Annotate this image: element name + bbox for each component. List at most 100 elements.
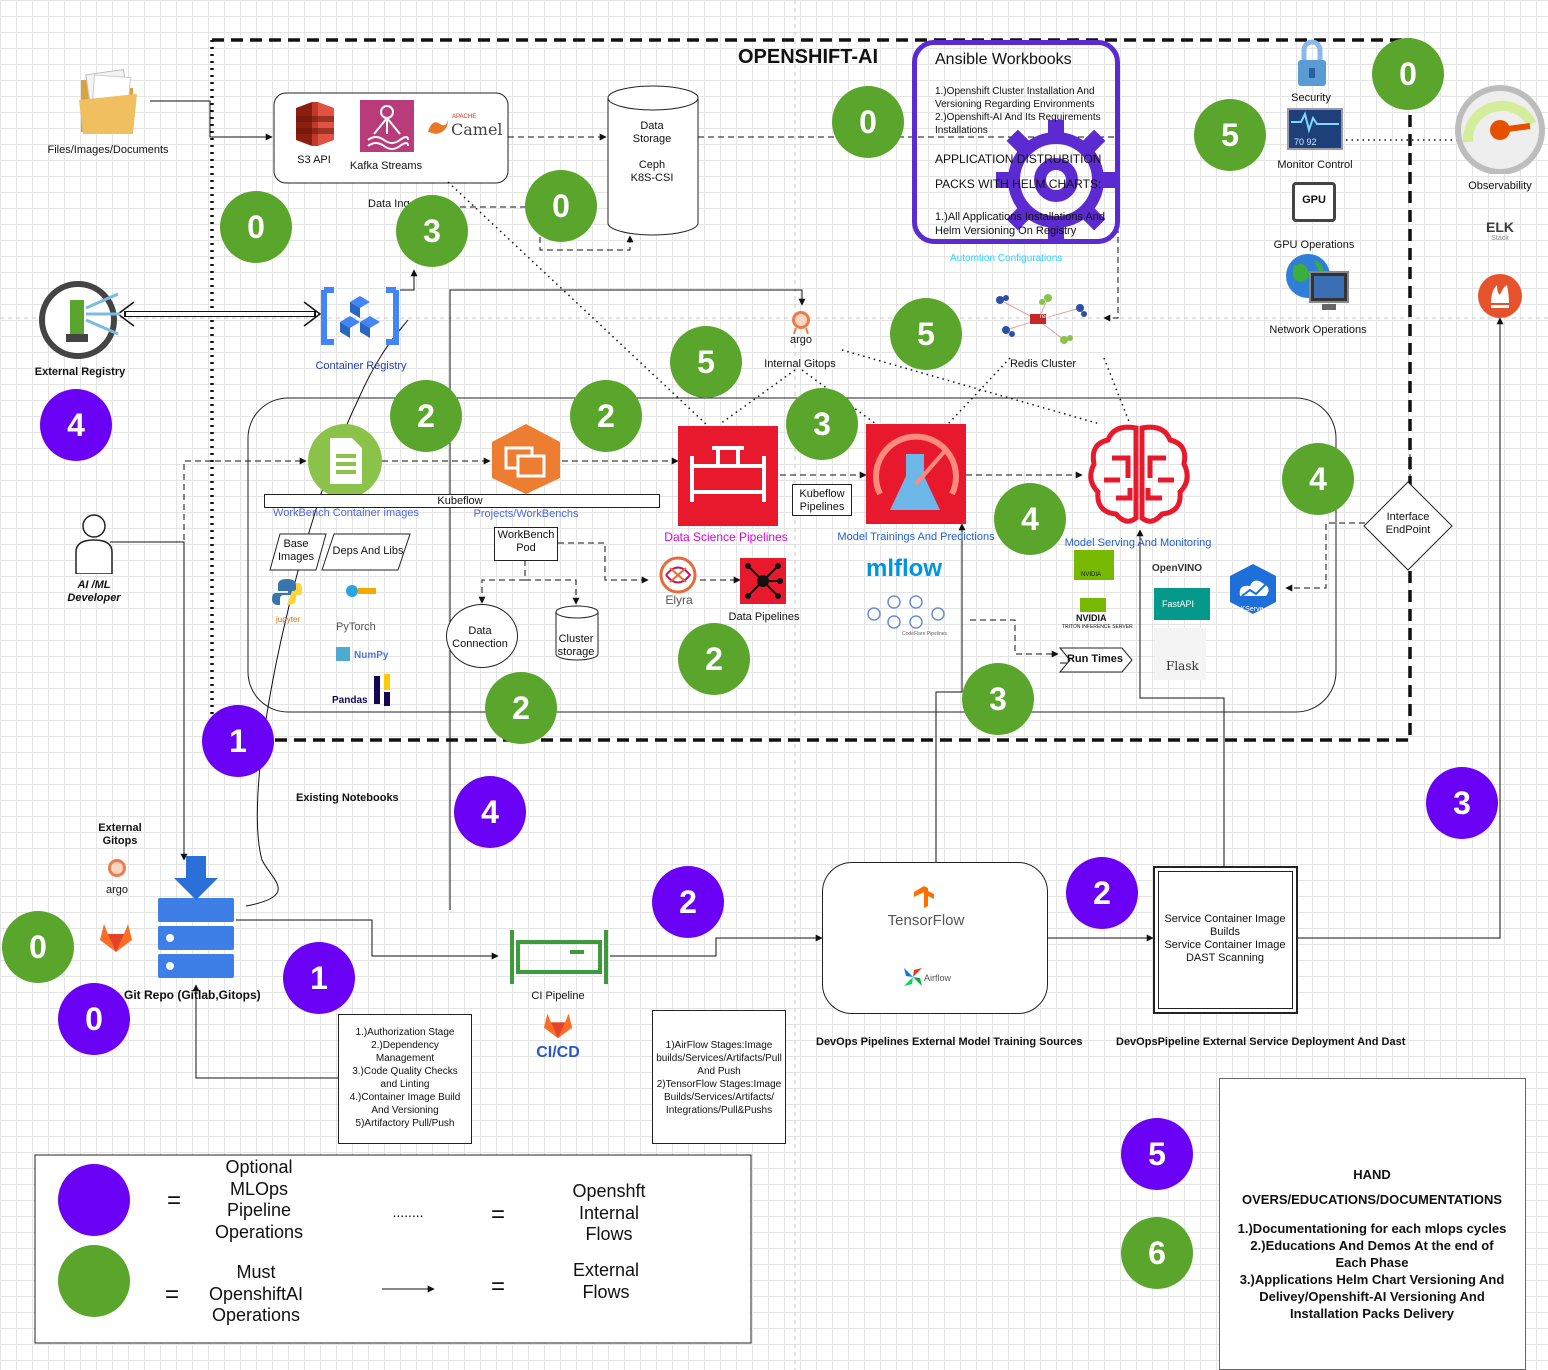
nvidia-label: NVIDIA — [1076, 613, 1107, 623]
ansible-title: Ansible Workbooks — [935, 51, 1072, 68]
cicd-label: CI/CD — [536, 1044, 580, 1061]
helm-packs: PACKS WITH HELM CHARTS: — [935, 177, 1102, 191]
model-serving-label: Model Serving And Monitoring — [1064, 537, 1212, 549]
s3-label: S3 API — [297, 154, 331, 166]
badge-must-0: 0 — [220, 191, 292, 263]
legend-must-swatch — [58, 1245, 130, 1317]
badge-must-0: 0 — [525, 170, 597, 242]
redis-logo-label: redis — [1040, 314, 1054, 320]
airflow-stages-box — [652, 1010, 786, 1144]
prometheus-icon — [1477, 273, 1523, 324]
data-pipelines-label: Data Pipelines — [728, 611, 800, 623]
badge-optional-2: 2 — [1066, 857, 1138, 929]
kubeflow-container — [247, 397, 1337, 713]
legend-eq-2: = — [164, 1281, 180, 1308]
badge-must-5: 5 — [890, 298, 962, 370]
cluster-storage-label: Cluster storage — [557, 633, 595, 658]
airflow-label: Airflow — [924, 973, 952, 983]
airflow-icon — [902, 966, 924, 993]
kserve-label: KServe — [1240, 606, 1264, 613]
legend-eq-4: = — [490, 1273, 506, 1300]
legend-optional-label: Optional MLOps Pipeline Operations — [214, 1157, 304, 1242]
external-gitops-label: External Gitops — [98, 822, 142, 847]
network-globe-icon — [1284, 252, 1350, 321]
external-argo-label: argo — [105, 884, 129, 896]
data-ingest-label: Data Ing — [368, 198, 410, 210]
container-registry-label: Container Registry — [315, 360, 407, 372]
network-operations-label: Network Operations — [1269, 324, 1367, 336]
badge-must-3: 3 — [962, 663, 1034, 735]
handover-box — [1219, 1078, 1526, 1370]
kubeflow-pipelines-label: Kubeflow Pipelines — [799, 488, 845, 513]
gitlab-icon — [98, 920, 134, 959]
ci-stages-box — [338, 1014, 472, 1144]
ci-stages-text: 1.)Authorization Stage 2.)Dependency Man… — [349, 1027, 461, 1129]
storage-cylinder — [607, 98, 699, 236]
devops-training-label: DevOps Pipelines External Model Training… — [816, 1036, 1083, 1048]
codeflare-label: CodeFlare Pipelines — [902, 631, 948, 637]
dask-icon — [344, 582, 378, 600]
base-images-label: Base Images — [277, 538, 315, 563]
kafka-label: Kafka Streams — [349, 160, 423, 172]
badge-optional-5: 5 — [1121, 1118, 1193, 1190]
elyra-label: Elyra — [665, 593, 693, 607]
kafka-streams-icon — [360, 100, 414, 152]
git-repo-server-icon — [156, 856, 236, 991]
mlflow-label: mlflow — [866, 555, 942, 582]
interface-endpoint-diamond — [1362, 480, 1454, 577]
numpy-label: NumPy — [354, 650, 389, 661]
data-science-pipelines-icon — [678, 426, 778, 526]
workbench-pod-box — [494, 527, 558, 561]
workbench-images-icon — [308, 424, 382, 498]
redis-cluster-label: Redis Cluster — [1009, 358, 1077, 370]
data-storage-label: Data Storage Ceph K8S-CSI — [630, 120, 674, 184]
badge-must-2: 2 — [570, 380, 642, 452]
tensorflow-icon — [912, 884, 938, 915]
projects-workbench-icon — [488, 422, 564, 501]
redis-cluster-icon — [986, 288, 1096, 357]
elk-label: ELK — [1486, 219, 1514, 235]
argo-icon — [786, 310, 816, 339]
legend-internal-label: Openshft Internal Flows — [572, 1181, 646, 1244]
badge-optional-4: 4 — [454, 776, 526, 848]
argo-label: argo — [789, 334, 813, 346]
badge-must-4: 4 — [1282, 443, 1354, 515]
camel-label: Camel — [451, 120, 503, 139]
elk-stack-label: Stack — [1491, 235, 1509, 242]
airflow-stages-text: 1)AirFlow Stages:Image builds/Services/A… — [656, 1040, 782, 1116]
monitor-control-icon — [1287, 108, 1343, 150]
kubeflow-pipelines-box — [792, 484, 852, 516]
badge-optional-3: 3 — [1426, 767, 1498, 839]
badge-must-2: 2 — [390, 380, 462, 452]
badge-optional-0: 0 — [58, 983, 130, 1055]
model-training-icon — [866, 424, 966, 524]
python-icon — [272, 577, 302, 612]
badge-must-0: 0 — [1372, 38, 1444, 110]
badge-must-3: 3 — [396, 195, 468, 267]
service-builds-box — [1153, 866, 1298, 1014]
interface-endpoint-label: Interface EndPoint — [1385, 511, 1431, 536]
badge-must-0: 0 — [2, 911, 74, 983]
base-images-shape — [268, 532, 414, 577]
developer-label: AI /ML Developer — [67, 579, 121, 604]
nvidia-small-label: NVIDIA — [1081, 572, 1102, 578]
badge-must-5: 5 — [670, 326, 742, 398]
data-connection-circle — [446, 604, 518, 668]
pytorch-label: PyTorch — [336, 621, 376, 633]
ansible-items: 1.)Openshift Cluster Installation And Ve… — [935, 86, 1101, 136]
openshift-boundary — [212, 38, 1412, 742]
app-distribution: APPLICATION DISTRUBITION — [935, 152, 1102, 166]
existing-notebooks-label: Existing Notebooks — [296, 792, 399, 804]
git-repo-label: Git Repo (Gitlab,Gitops) — [124, 988, 261, 1002]
container-registry-icon — [320, 286, 400, 351]
service-builds-text: Service Container Image Builds Service C… — [1164, 913, 1286, 964]
badge-must-4: 4 — [994, 483, 1066, 555]
security-lock-icon — [1296, 38, 1328, 95]
pandas-bear-icon — [370, 672, 394, 713]
workbench-images-label: WorkBench Container images — [273, 507, 419, 519]
legend-box — [34, 1154, 752, 1344]
deps-libs-label: Deps And Libs — [332, 545, 404, 557]
legend-eq-3: = — [490, 1201, 506, 1228]
devops-deploy-label: DevOpsPipeline External Service Deployme… — [1116, 1036, 1406, 1048]
